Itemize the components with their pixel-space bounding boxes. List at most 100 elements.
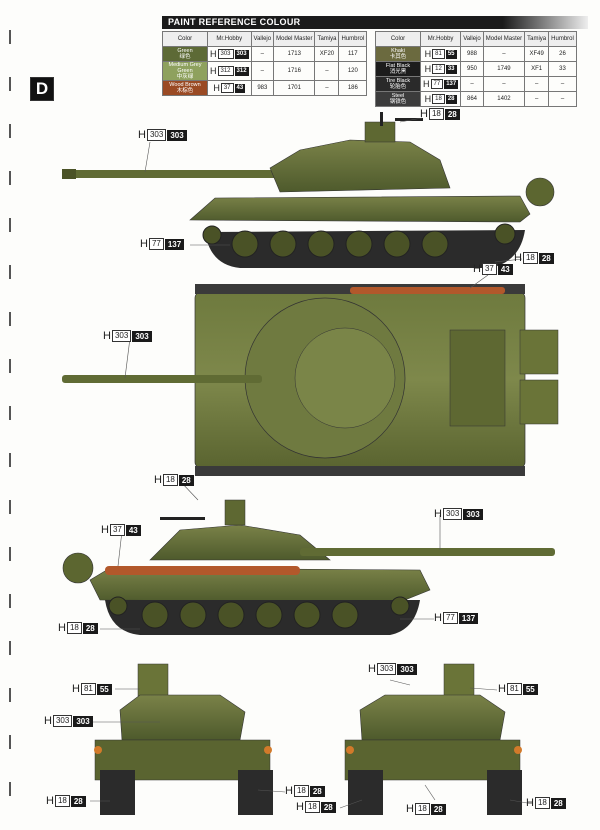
color-name: Tire Black <box>385 78 411 84</box>
main-gun <box>62 170 292 178</box>
table-header: Model Master <box>273 31 316 47</box>
margin-dash <box>9 547 11 561</box>
margin-dash <box>9 312 11 326</box>
margin-dash <box>9 406 11 420</box>
side-view-left <box>62 112 555 268</box>
turret <box>269 139 451 193</box>
margin-dash <box>9 77 11 91</box>
humbrol-cell: – <box>548 91 577 107</box>
margin-dash <box>9 782 11 796</box>
top-view <box>62 284 559 476</box>
hull <box>189 195 531 223</box>
margin-dash <box>9 265 11 279</box>
margin-dash <box>9 594 11 608</box>
main-gun-top <box>62 375 262 383</box>
machine-gun <box>380 112 383 126</box>
tamiya-cell: – <box>524 91 550 107</box>
margin-dash <box>9 218 11 232</box>
rear-track-right <box>487 770 522 815</box>
log <box>350 287 505 294</box>
rear-track-left <box>348 770 383 815</box>
color-name: Wood Brown <box>169 82 201 88</box>
margin-dash <box>9 171 11 185</box>
table-header: Humbrol <box>548 31 577 47</box>
margin-dash <box>9 688 11 702</box>
model-master-cell: 1402 <box>482 91 526 107</box>
turret <box>149 524 331 561</box>
color-name-cn: 轮胎色 <box>389 84 407 90</box>
model-master-cell: – <box>482 46 526 62</box>
front-view <box>94 663 273 815</box>
color-name-cn: 中灰绿 <box>176 74 194 80</box>
margin-dash <box>9 453 11 467</box>
color-name-cn: 钢铁色 <box>389 99 407 105</box>
humbrol-cell: 186 <box>338 80 368 96</box>
color-name: Khaki <box>391 48 405 54</box>
table-header: Mr.Hobby <box>419 31 462 47</box>
margin-dash <box>9 359 11 373</box>
rear-view <box>344 663 522 815</box>
color-name-cn: 绿色 <box>179 54 191 60</box>
margin-dash <box>9 735 11 749</box>
table-header: Vallejo <box>460 31 484 47</box>
margin-dash <box>9 124 11 138</box>
tamiya-cell: – <box>314 80 340 96</box>
table-header: Tamiya <box>314 31 340 47</box>
color-name: Medium Grey Green <box>168 62 202 74</box>
margin-dash <box>9 30 11 44</box>
color-name-cn: 消光黑 <box>389 69 407 75</box>
table-header: Color <box>375 31 421 47</box>
color-name: Green <box>177 48 193 54</box>
log <box>105 566 300 575</box>
paint-table-title: PAINT REFERENCE COLOUR <box>162 16 588 29</box>
vallejo-cell: 983 <box>250 80 275 96</box>
model-master-cell: 1701 <box>273 80 316 96</box>
color-name: Flat Black <box>385 63 411 69</box>
page-letter: D <box>30 77 54 101</box>
color-name-cn: 卡其色 <box>389 54 407 60</box>
front-track-right <box>238 770 273 815</box>
color-name-cn: 木棕色 <box>176 88 194 94</box>
margin-dash <box>9 500 11 514</box>
humbrol-cell: – <box>548 76 577 92</box>
humbrol-cell: 117 <box>338 46 368 62</box>
margin-dash <box>9 641 11 655</box>
main-gun <box>300 548 555 556</box>
side-view-right <box>62 499 555 635</box>
table-header: Model Master <box>482 31 526 47</box>
